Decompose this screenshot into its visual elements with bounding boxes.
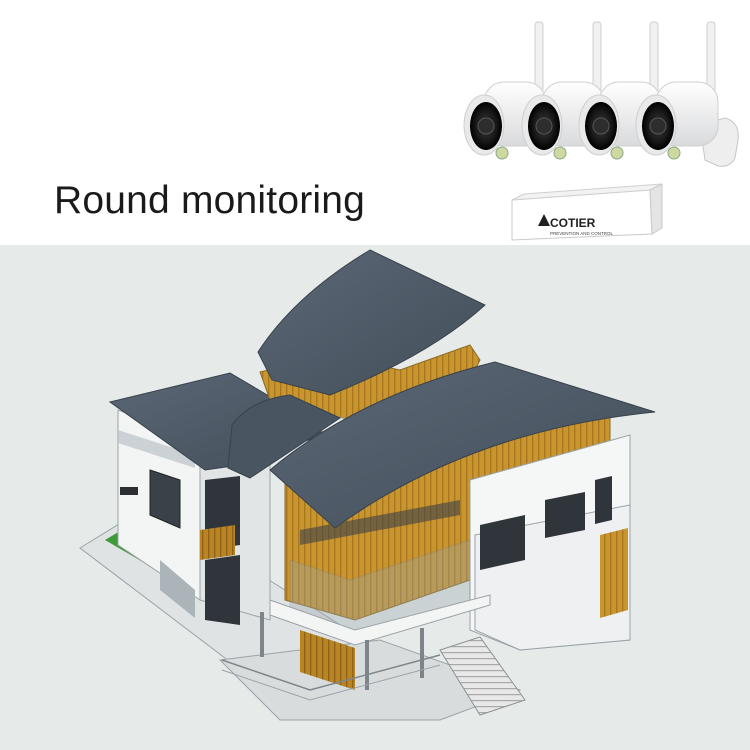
recorder-brand: COTIER xyxy=(550,216,596,230)
recorder-tagline: PREVENTION AND CONTROL xyxy=(550,231,614,236)
main-roof xyxy=(269,361,656,529)
middle-roof xyxy=(227,394,342,479)
recorder-box: COTIER PREVENTION AND CONTROL xyxy=(511,183,663,241)
camera-set-illustration: COTIER PREVENTION AND CONTROL xyxy=(463,21,739,241)
left-wing xyxy=(117,409,271,625)
stairs xyxy=(439,636,526,716)
back-roof xyxy=(257,249,486,396)
recorder-logo-icon xyxy=(538,214,550,226)
front-railing xyxy=(221,654,441,701)
headline-text: Round monitoring xyxy=(54,179,366,222)
main-wing xyxy=(260,414,631,690)
camera-4 xyxy=(635,21,719,160)
